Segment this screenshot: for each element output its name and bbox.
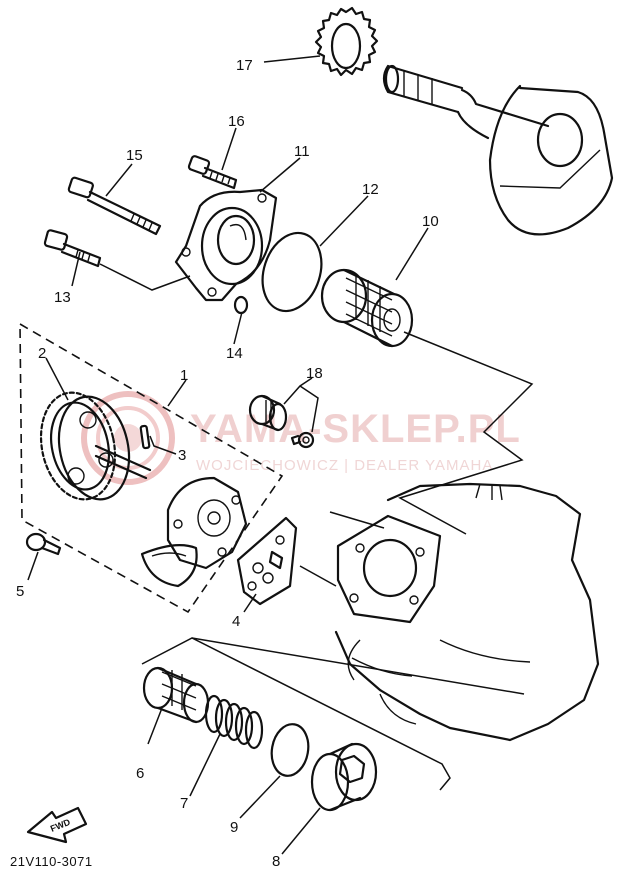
callout-14: 14 (226, 345, 243, 362)
callout-1: 1 (180, 367, 188, 384)
callout-12: 12 (362, 181, 379, 198)
callout-11: 11 (294, 143, 310, 160)
callout-8: 8 (272, 853, 280, 870)
callout-5: 5 (16, 583, 24, 600)
drawing-code: 21V110-3071 (10, 854, 93, 869)
callout-15: 15 (126, 147, 143, 164)
crankcase (334, 482, 600, 742)
callout-16: 16 (228, 113, 245, 130)
fwd-arrow: FWD (26, 806, 88, 844)
part-9-o-ring (270, 723, 310, 777)
callout-leaders (27, 55, 429, 855)
callout-9: 9 (230, 819, 238, 836)
part-7-spring (204, 694, 264, 750)
part-6-strainer (142, 666, 210, 724)
callout-7: 7 (180, 795, 188, 812)
part-3-pin (139, 424, 151, 450)
part-16-bolt (187, 155, 238, 190)
callout-2: 2 (38, 345, 46, 362)
part-17-cam-sprocket (314, 6, 379, 77)
oil-pump-body (140, 476, 248, 588)
assembly-lines (99, 263, 534, 791)
part-10-oil-filter (320, 268, 414, 348)
part-13-bolt (43, 229, 102, 268)
part-15-long-bolt (67, 176, 162, 236)
part-14-small-o-ring (233, 295, 249, 315)
part-5-screw (25, 532, 62, 556)
part-18-plug (248, 394, 315, 449)
part-8-drain-cap (310, 742, 378, 812)
part-11-filter-cover (174, 188, 278, 302)
camshaft-assembly (382, 64, 614, 236)
callout-17: 17 (236, 57, 253, 74)
callout-10: 10 (422, 213, 439, 230)
part-2-pump-gear (39, 391, 152, 501)
part-12-o-ring (261, 231, 323, 313)
watermark-brand: YAMA-SKLEP.PL (190, 407, 521, 451)
callout-numbers: 17 16 15 11 12 10 13 14 18 2 1 3 5 4 6 7… (16, 57, 439, 870)
callout-6: 6 (136, 765, 144, 782)
watermark-dealer-line: WOJCIECHOWICZ | DEALER YAMAHA (196, 457, 493, 474)
callout-4: 4 (232, 613, 240, 630)
oil-pump-assembly-box (19, 322, 284, 614)
callout-3: 3 (178, 447, 186, 464)
part-4-plate (236, 516, 298, 606)
callout-13: 13 (54, 289, 71, 306)
callout-18: 18 (306, 365, 323, 382)
